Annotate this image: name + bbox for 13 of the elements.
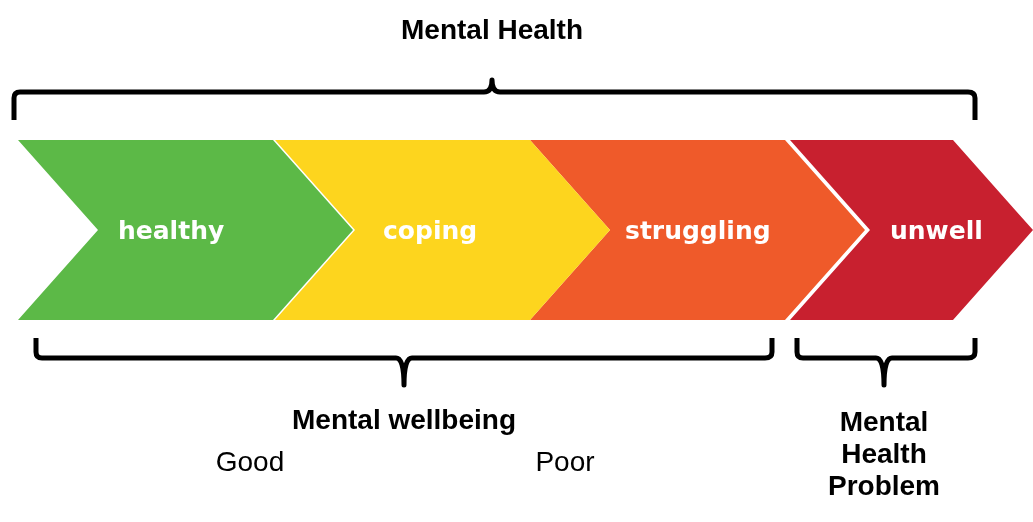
stage-label: healthy [118,215,225,245]
chevron-shape [530,140,865,320]
bracket-label: Mental Health Problem [827,406,941,502]
stage-label: coping [383,215,478,245]
bracket-label: Mental wellbeing [292,404,516,436]
stage-label: unwell [890,215,983,245]
stage-label: struggling [625,215,771,245]
scale-label: Poor [535,446,595,478]
chevron-shape [18,140,353,320]
scale-label: Good [215,446,285,478]
chevron-shape [790,140,1033,320]
chevron-shape [275,140,610,320]
bracket-label: Mental Health [401,14,583,46]
